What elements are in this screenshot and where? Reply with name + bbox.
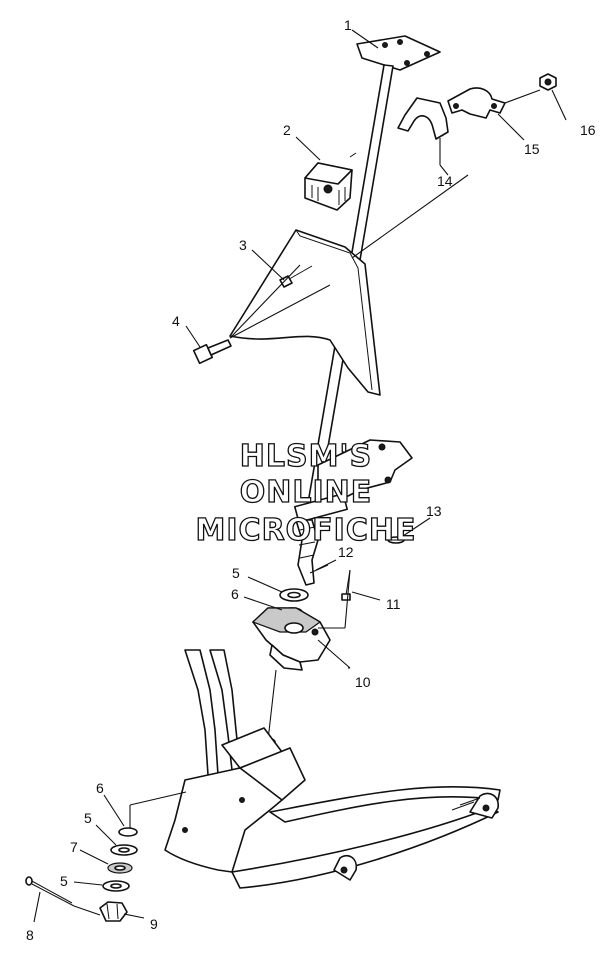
callout-14: 14 <box>437 173 453 189</box>
part-15-clamp <box>447 87 541 119</box>
part-1-mounting-plate <box>356 35 441 71</box>
part-13-cotter-pin <box>386 536 405 544</box>
part-9-castle-nut <box>99 901 128 922</box>
part-16-nut <box>539 73 557 91</box>
callout-leaders <box>33 29 567 923</box>
callout-5-lower-b: 5 <box>60 873 68 889</box>
frame-chassis <box>164 649 501 889</box>
callout-8: 8 <box>26 927 34 943</box>
callout-2: 2 <box>283 122 291 138</box>
callout-10: 10 <box>355 674 371 690</box>
part-10-pivot-block <box>251 607 351 671</box>
callout-9: 9 <box>150 916 158 932</box>
upper-steering-bracket <box>293 439 413 586</box>
callout-12: 12 <box>338 544 354 560</box>
part-11-screw <box>318 569 351 629</box>
part-14-clamp <box>397 97 449 165</box>
watermark-line-3: MICROFICHE <box>196 513 417 548</box>
callout-labels: 1 2 3 4 5 6 7 8 9 10 11 12 13 14 15 16 5… <box>26 17 596 943</box>
part-5-washer-upper <box>279 588 309 602</box>
callout-4: 4 <box>172 313 180 329</box>
part-8-cotter-pin <box>25 876 101 916</box>
callout-1: 1 <box>344 17 352 33</box>
callout-5-lower-a: 5 <box>84 810 92 826</box>
callout-13: 13 <box>426 503 442 519</box>
callout-3: 3 <box>239 237 247 253</box>
callout-11: 11 <box>386 596 401 612</box>
callout-5-upper: 5 <box>232 565 240 581</box>
part-6-bushing-lower <box>118 827 138 837</box>
watermark: HLSM'S ONLINE MICROFICHE <box>195 438 417 548</box>
watermark-line-1: HLSM'S <box>240 439 372 474</box>
callout-6-upper: 6 <box>231 586 239 602</box>
callout-15: 15 <box>524 141 540 157</box>
watermark-line-2: ONLINE <box>240 475 373 510</box>
part-4-bolt <box>192 264 331 365</box>
dash-panel <box>229 174 469 396</box>
callout-7: 7 <box>70 839 78 855</box>
callout-16: 16 <box>580 122 596 138</box>
lower-hardware-stack <box>25 791 187 922</box>
part-2-rubber-block <box>304 152 357 211</box>
callout-6-lower: 6 <box>96 780 104 796</box>
